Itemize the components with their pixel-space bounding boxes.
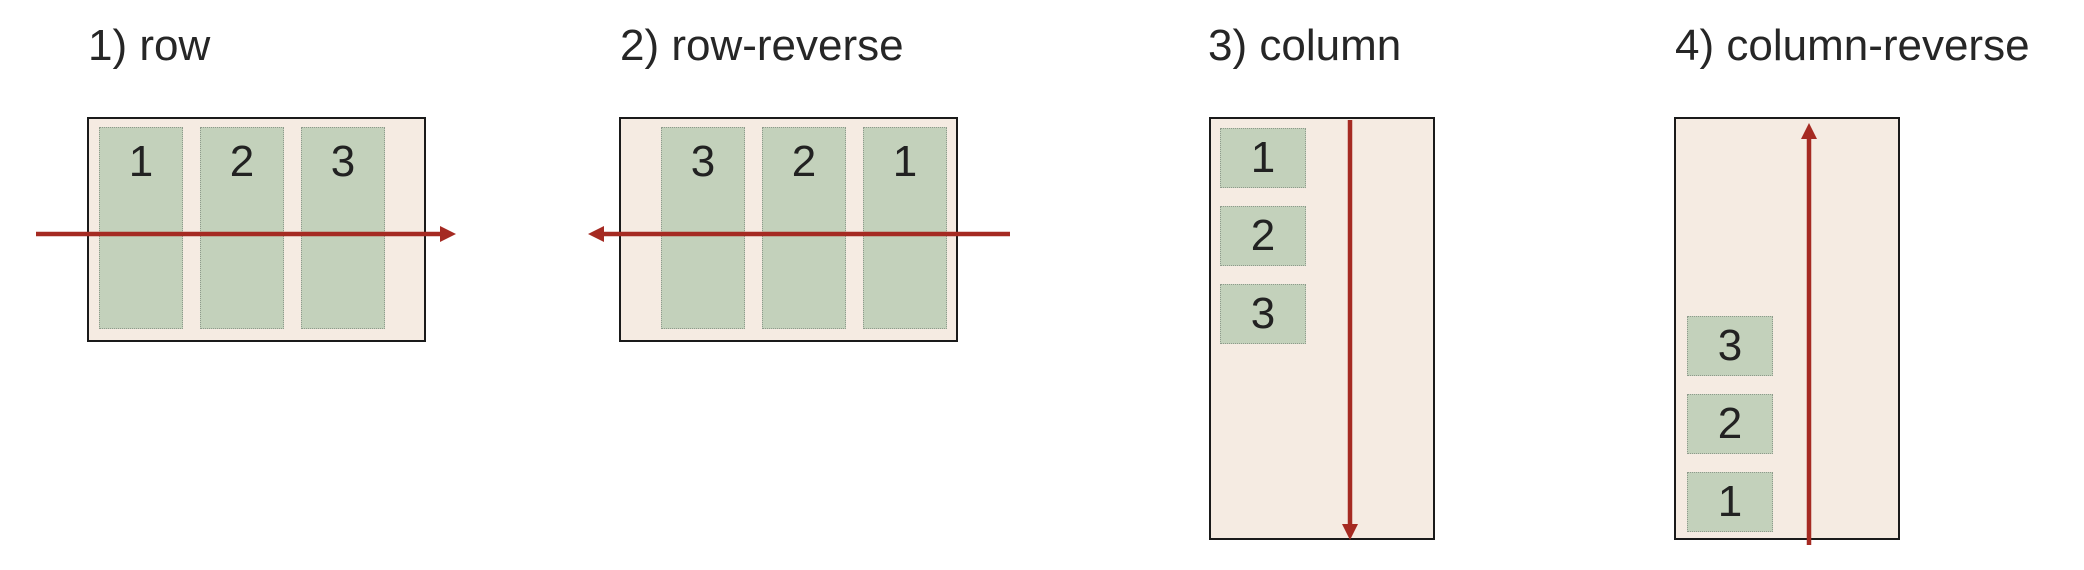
flex-container-column: 1 2 3 bbox=[1209, 117, 1435, 540]
panel-title-column-reverse: 4) column-reverse bbox=[1675, 21, 2030, 70]
flex-item: 3 bbox=[1687, 316, 1773, 376]
flex-item: 2 bbox=[762, 127, 846, 329]
flex-container-row: 1 2 3 bbox=[87, 117, 426, 342]
flex-item: 3 bbox=[301, 127, 385, 329]
panel-title-row: 1) row bbox=[88, 21, 211, 70]
flex-container-row-reverse: 3 2 1 bbox=[619, 117, 958, 342]
flex-item: 1 bbox=[1220, 128, 1306, 188]
panel-title-row-reverse: 2) row-reverse bbox=[620, 21, 904, 70]
flex-item: 1 bbox=[1687, 472, 1773, 532]
panel-title-column: 3) column bbox=[1208, 21, 1402, 70]
flex-item: 2 bbox=[1687, 394, 1773, 454]
flex-item: 1 bbox=[99, 127, 183, 329]
flex-item: 2 bbox=[1220, 206, 1306, 266]
flex-item: 3 bbox=[1220, 284, 1306, 344]
flex-item: 1 bbox=[863, 127, 947, 329]
flex-item: 3 bbox=[661, 127, 745, 329]
flex-item: 2 bbox=[200, 127, 284, 329]
flex-container-column-reverse: 3 2 1 bbox=[1674, 117, 1900, 540]
